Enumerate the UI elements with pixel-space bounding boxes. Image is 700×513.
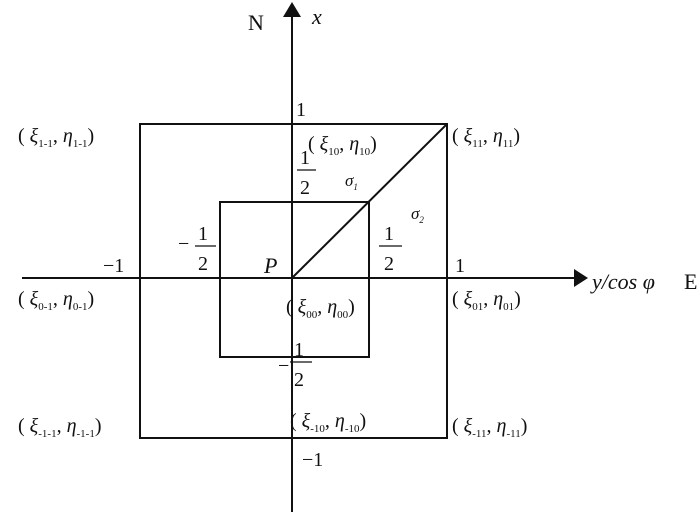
east-arrow-icon xyxy=(574,269,588,287)
tick-neg-half-bottom: − 1 2 xyxy=(278,339,312,391)
point-label--10: ( ξ-10, η-10) xyxy=(290,410,366,435)
diagonal-line xyxy=(291,123,448,279)
tick-neg-half-left: − 1 2 xyxy=(178,223,216,275)
sigma1-label: σ1 xyxy=(345,171,358,192)
svg-text:2: 2 xyxy=(198,253,208,275)
north-label: N xyxy=(248,10,264,35)
outer-square xyxy=(139,123,448,439)
tick-neg-one-left: −1 xyxy=(103,255,124,277)
svg-text:1: 1 xyxy=(300,147,310,169)
svg-text:2: 2 xyxy=(384,253,394,275)
svg-text:−: − xyxy=(178,233,189,255)
svg-text:2: 2 xyxy=(300,177,310,199)
east-label: E xyxy=(684,269,697,294)
point-label-11: ( ξ11, η11) xyxy=(452,125,520,150)
x-axis-label: x xyxy=(311,4,322,29)
point-label--11: ( ξ-11, η-11) xyxy=(452,415,527,440)
sigma2-label: σ2 xyxy=(411,204,424,225)
inner-square xyxy=(219,201,370,358)
point-label-10: ( ξ10, η10) xyxy=(308,133,377,158)
point-label-01: ( ξ01, η01) xyxy=(452,288,521,313)
tick-half-right: 1 2 xyxy=(379,223,402,275)
svg-text:1: 1 xyxy=(384,223,394,245)
y-axis-label: y/cos φ xyxy=(590,269,655,294)
origin-label: P xyxy=(263,253,277,278)
point-label-0-1: ( ξ0-1, η0-1) xyxy=(18,288,94,313)
svg-text:1: 1 xyxy=(198,223,208,245)
svg-text:1: 1 xyxy=(294,339,304,361)
point-label-00: ( ξ00, η00) xyxy=(286,296,355,321)
tick-one-right: 1 xyxy=(455,255,465,277)
point-label--1-1: ( ξ-1-1, η-1-1) xyxy=(18,415,102,440)
svg-text:2: 2 xyxy=(294,369,304,391)
tick-one-top: 1 xyxy=(296,99,306,121)
point-labels: ( ξ1-1, η1-1) ( ξ10, η10) ( ξ11, η11) ( ξ0-… xyxy=(18,125,527,440)
north-arrow-icon xyxy=(283,2,301,17)
point-label-1-1: ( ξ1-1, η1-1) xyxy=(18,125,94,150)
tick-neg-one-bottom: −1 xyxy=(302,449,323,471)
svg-text:−: − xyxy=(278,355,289,377)
tick-half-top: 1 2 xyxy=(297,147,316,199)
